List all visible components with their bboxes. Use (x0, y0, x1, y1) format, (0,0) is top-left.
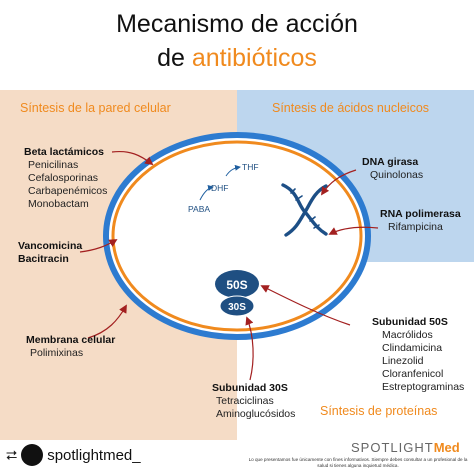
membrane-heading: Membrana celular (26, 334, 116, 346)
beta-lactam-heading: Beta lactámicos (24, 146, 104, 158)
title-line-1: Mecanismo de acción (116, 10, 358, 38)
title-line-2: de antibióticos (157, 44, 317, 72)
beta-lactam-item: Carbapenémicos (28, 185, 108, 197)
subunit-30s-item: Tetraciclinas (216, 395, 274, 407)
beta-lactam-item: Cefalosporinas (28, 172, 99, 184)
repost-handle: spotlightmed_ (47, 446, 141, 464)
subunit-50s-item: Linezolid (382, 355, 424, 367)
avatar (21, 444, 44, 466)
membrane-item: Polimixinas (30, 347, 84, 359)
dna-gyrase-heading: DNA girasa (362, 156, 419, 168)
brand-logo: SPOTLIGHTMed (351, 440, 460, 455)
subunit-50s-item: Estreptograminas (382, 381, 465, 393)
subunit-50s-heading: Subunidad 50S (372, 316, 448, 328)
subunit-50s-item: Clindamicina (382, 342, 443, 354)
beta-lactam-item: Penicilinas (28, 159, 79, 171)
subunit-30s-heading: Subunidad 30S (212, 382, 288, 394)
section-cell-wall: Síntesis de la pared celular (20, 101, 171, 115)
subunit-50s-group: Subunidad 50S Macrólidos Clindamicina Li… (372, 316, 464, 394)
subunit-30s-group: Subunidad 30S Tetraciclinas Aminoglucósi… (212, 382, 295, 421)
rna-polymerase-group: RNA polimerasa Rifampicina (380, 208, 461, 234)
section-proteins: Síntesis de proteínas (320, 404, 438, 418)
repost-credit[interactable]: ⮂ spotlightmed_ (6, 442, 141, 468)
section-nucleic-acids: Síntesis de ácidos nucleicos (272, 101, 430, 115)
beta-lactam-item: Monobactam (28, 198, 89, 210)
subunit-50s-item: Macrólidos (382, 329, 433, 341)
beta-lactam-group: Beta lactámicos Penicilinas Cefalosporin… (24, 146, 107, 211)
dna-gyrase-group: DNA girasa Quinolonas (362, 156, 423, 182)
repost-icon: ⮂ (6, 446, 18, 463)
vancomycin-group: Vancomicina Bacitracin (18, 240, 82, 266)
membrane-group: Membrana celular Polimixinas (26, 334, 115, 360)
bacitracin-label: Bacitracin (18, 253, 69, 265)
subunit-30s-item: Aminoglucósidos (216, 408, 296, 420)
subunit-50s-item: Cloranfenicol (382, 368, 444, 380)
dna-gyrase-item: Quinolonas (370, 169, 424, 181)
rna-polymerase-item: Rifampicina (388, 221, 443, 233)
rna-polymerase-heading: RNA polimerasa (380, 208, 461, 220)
vancomycin-label: Vancomicina (18, 240, 83, 252)
disclaimer-text: Lo que presentamos fue únicamente con fi… (248, 457, 468, 468)
